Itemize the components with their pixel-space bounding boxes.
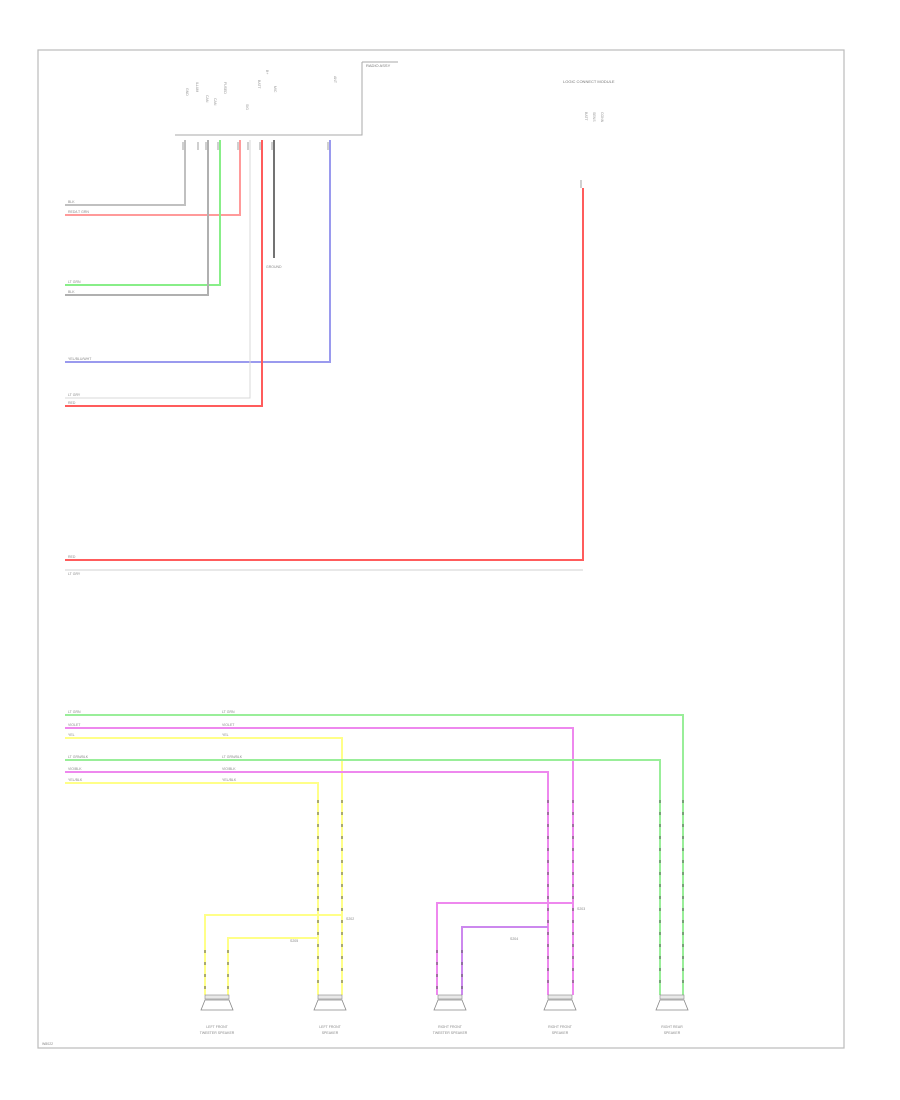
svg-text:ANT: ANT — [333, 76, 337, 84]
spk-wire-label-10: VIO/BLK — [222, 767, 236, 771]
spk-wire-label-4: VIOLET — [222, 723, 235, 727]
wire-pink-1 — [65, 140, 241, 216]
speaker-icon — [655, 999, 689, 1011]
speaker-label-line1: RIGHT FRONT — [438, 1025, 463, 1029]
svg-text:CONN: CONN — [600, 112, 604, 123]
speaker-label-line2: TWEETER SPEAKER — [433, 1031, 468, 1035]
speaker-label-line1: LEFT FRONT — [206, 1025, 228, 1029]
svg-text:ILLUM: ILLUM — [195, 82, 199, 92]
splice-label-ground: GROUND — [266, 265, 282, 269]
wire-gray-3 — [65, 140, 251, 399]
wire-label-4: BLK — [68, 290, 75, 294]
wire-gray-2 — [65, 140, 209, 296]
radio-module: RADIO ASSY GND ILLUM CAN CAN FUSED SIG B… — [175, 61, 398, 136]
svg-text:GND: GND — [185, 88, 189, 96]
diagram-border — [37, 49, 845, 1049]
spk-wire-label-8: LT GRN/BLK — [222, 755, 243, 759]
wire-label-9: LT GRY — [68, 572, 81, 576]
speaker-label-line2: SPEAKER — [664, 1031, 681, 1035]
speaker-label-line1: LEFT FRONT — [319, 1025, 341, 1029]
speakers-group: LEFT FRONT TWEETER SPEAKER LEFT FRONT SPEAK… — [200, 994, 689, 1035]
svg-text:CAN: CAN — [205, 95, 209, 103]
wire-lt-grn-1 — [65, 714, 684, 995]
logic-connect-module: LOGIC CONNECT MODULE BATT SENS CONN — [563, 79, 615, 123]
spk-wire-label-1: LT GRN — [68, 710, 81, 714]
svg-text:FUSED: FUSED — [223, 82, 227, 94]
speaker-label-line2: SPEAKER — [552, 1031, 569, 1035]
speaker-label-line1: RIGHT REAR — [661, 1025, 683, 1029]
spk-wire-label-9: VIO/BLK — [68, 767, 82, 771]
radio-module-label: RADIO ASSY — [366, 63, 391, 68]
wire-red-1 — [65, 140, 263, 407]
speaker-icon — [200, 999, 234, 1011]
wire-violet-1 — [65, 727, 574, 995]
speaker-1: LEFT FRONT TWEETER SPEAKER — [200, 994, 235, 1035]
wire-lt-grn-blk-1 — [65, 759, 661, 995]
splice-label-3: S204 — [510, 937, 518, 941]
splice-label-4: S205 — [290, 939, 298, 943]
speaker-label-line2: SPEAKER — [322, 1031, 339, 1035]
svg-text:SIG: SIG — [245, 104, 249, 110]
speaker-label-line1: RIGHT FRONT — [548, 1025, 573, 1029]
wire-violet-2 — [436, 902, 573, 995]
speaker-icon — [313, 999, 347, 1011]
svg-text:B+: B+ — [265, 70, 269, 74]
spk-wire-label-2: LT GRN — [222, 710, 235, 714]
wire-label-1: BLK — [68, 200, 75, 204]
svg-text:BATT: BATT — [257, 80, 261, 90]
svg-text:CAN: CAN — [213, 98, 217, 106]
spk-wire-label-12: YEL/BLK — [222, 778, 237, 782]
logic-module-label: LOGIC CONNECT MODULE — [563, 79, 615, 84]
speaker-icon — [543, 999, 577, 1011]
splice-label-1: S202 — [346, 917, 354, 921]
speaker-3: RIGHT FRONT TWEETER SPEAKER — [433, 994, 468, 1035]
svg-text:BATT: BATT — [584, 112, 588, 122]
wire-gray-1 — [65, 140, 186, 206]
speaker-label-line2: TWEETER SPEAKER — [200, 1031, 235, 1035]
wire-yellow-2 — [204, 914, 342, 995]
spk-wire-label-5: YEL — [68, 733, 75, 737]
wire-yel-blk-1 — [65, 782, 319, 995]
speaker-2: LEFT FRONT SPEAKER — [313, 994, 347, 1035]
wire-vio-blk-1 — [65, 771, 549, 995]
wire-yel-blk-2 — [227, 937, 318, 995]
wire-label-6: LT GRY — [68, 393, 81, 397]
wire-label-8: RED — [68, 555, 76, 559]
wire-label-7: RED — [68, 401, 76, 405]
spk-wire-label-11: YEL/BLK — [68, 778, 83, 782]
footer-code: W8022 — [42, 1042, 53, 1046]
splice-label-2: S203 — [577, 907, 585, 911]
wire-yellow-1 — [65, 737, 343, 995]
wire-blue-1 — [65, 140, 331, 363]
wire-red-2 — [65, 188, 584, 561]
wire-label-5: YEL/BLU/WHT — [68, 357, 92, 361]
spk-wire-label-6: YEL — [222, 733, 229, 737]
speaker-icon — [433, 999, 467, 1011]
speaker-4: RIGHT FRONT SPEAKER — [543, 994, 577, 1035]
svg-text:SENS: SENS — [592, 112, 596, 122]
wire-label-3: LT GRN — [68, 280, 81, 284]
speaker-5: RIGHT REAR SPEAKER — [655, 994, 689, 1035]
spk-wire-label-3: VIOLET — [68, 723, 81, 727]
wire-green-1 — [65, 140, 221, 286]
wire-vio-blk-2 — [461, 926, 548, 995]
svg-text:MIC: MIC — [273, 86, 277, 93]
wire-label-2: RED/LT GRN — [68, 210, 89, 214]
spk-wire-label-7: LT GRN/BLK — [68, 755, 89, 759]
